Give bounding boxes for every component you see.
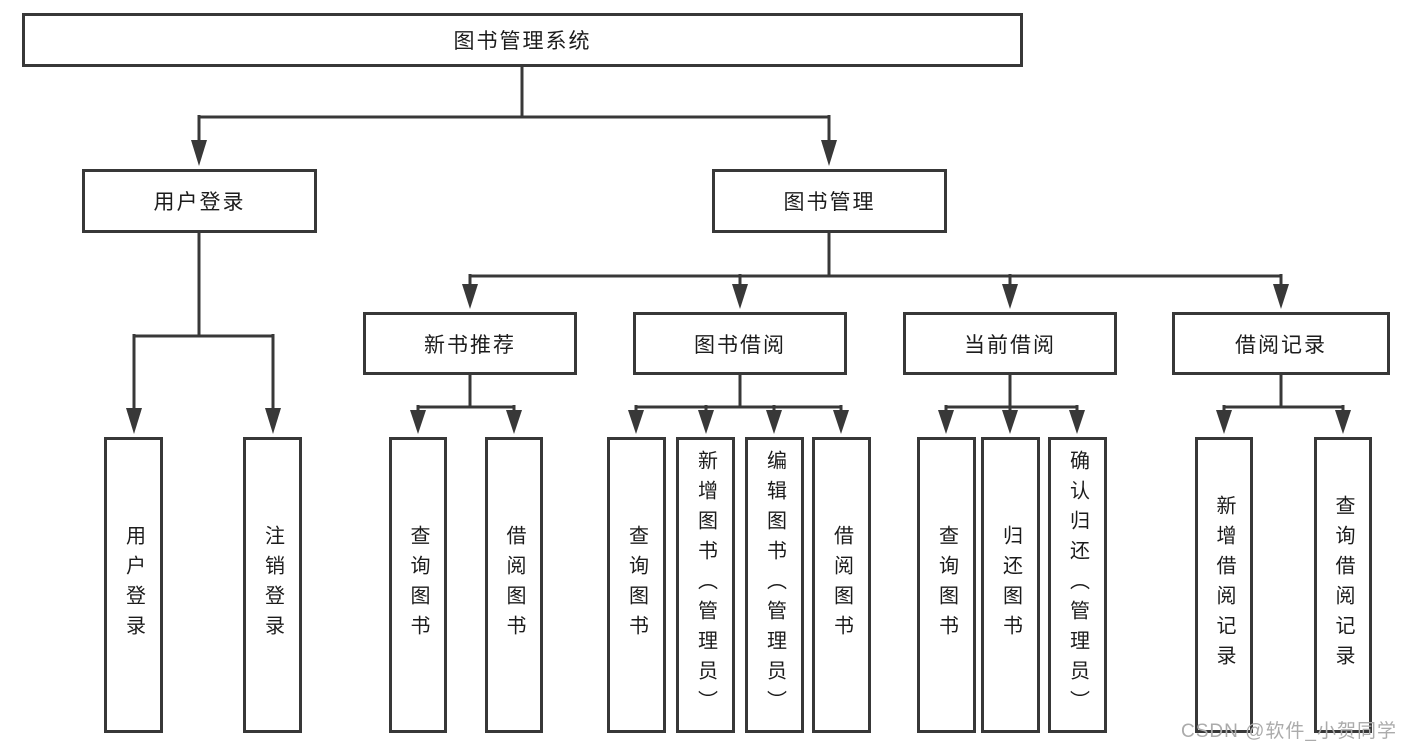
leaf-add-book-admin: 新增图书（管理员） <box>676 437 735 733</box>
node-book-management-branch: 图书管理 <box>712 169 947 233</box>
node-library-management-system: 图书管理系统 <box>22 13 1023 67</box>
node-new-book-recommend: 新书推荐 <box>363 312 577 375</box>
leaf-borrow-books: 借阅图书 <box>812 437 871 733</box>
leaf-add-borrow-record: 新增借阅记录 <box>1195 437 1253 733</box>
leaf-return-book: 归还图书 <box>981 437 1040 733</box>
leaf-query-books-current: 查询图书 <box>917 437 976 733</box>
leaf-user-login: 用户登录 <box>104 437 163 733</box>
leaf-query-books-borrow: 查询图书 <box>607 437 666 733</box>
leaf-query-borrow-record: 查询借阅记录 <box>1314 437 1372 733</box>
node-user-login-branch: 用户登录 <box>82 169 317 233</box>
leaf-borrow-books-recommend: 借阅图书 <box>485 437 543 733</box>
csdn-watermark: CSDN @软件_小贺同学 <box>1181 721 1397 742</box>
leaf-logout: 注销登录 <box>243 437 302 733</box>
node-borrow-records: 借阅记录 <box>1172 312 1390 375</box>
node-current-borrow: 当前借阅 <box>903 312 1117 375</box>
node-book-borrow: 图书借阅 <box>633 312 847 375</box>
leaf-edit-book-admin: 编辑图书（管理员） <box>745 437 804 733</box>
leaf-confirm-return-admin: 确认归还（管理员） <box>1048 437 1107 733</box>
leaf-query-books-recommend: 查询图书 <box>389 437 447 733</box>
